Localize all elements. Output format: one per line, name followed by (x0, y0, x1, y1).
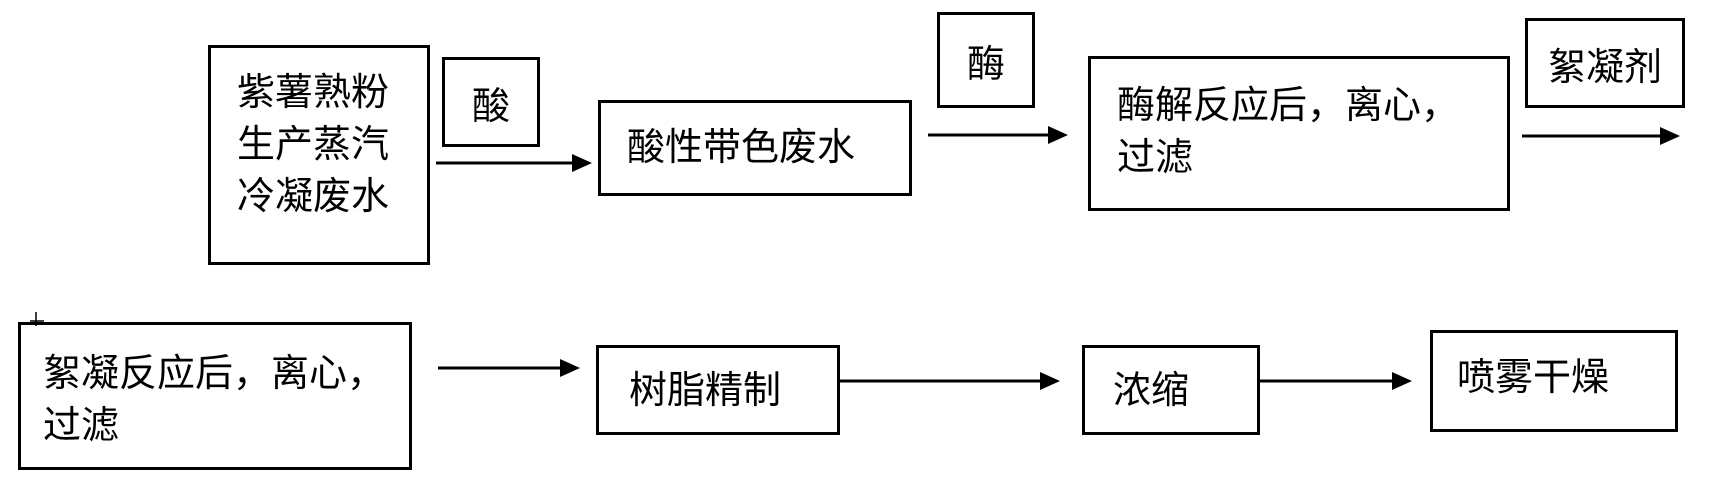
acid-wastewater-box: 酸性带色废水 (598, 100, 912, 196)
arrowhead-5 (1040, 372, 1060, 390)
spray-drying-box: 喷雾干燥 (1430, 330, 1678, 432)
flocculant-reagent-box: 絮凝剂 (1525, 18, 1685, 108)
arrowhead-6 (1392, 372, 1412, 390)
arrowhead-4 (560, 359, 580, 377)
resin-refining-box: 树脂精制 (596, 345, 840, 435)
arrowhead-1 (572, 154, 592, 172)
arrowhead-3 (1660, 127, 1680, 145)
concentration-box: 浓缩 (1082, 345, 1260, 435)
flocculation-box: 絮凝反应后，离心， 过滤 (18, 322, 412, 470)
arrowhead-2 (1048, 126, 1068, 144)
enzyme-hydrolysis-box: 酶解反应后，离心， 过滤 (1088, 56, 1510, 211)
acid-reagent-box: 酸 (442, 57, 540, 147)
start-box-condensate-wastewater: 紫薯熟粉 生产蒸汽 冷凝废水 (208, 45, 430, 265)
enzyme-reagent-box: 酶 (937, 12, 1035, 108)
